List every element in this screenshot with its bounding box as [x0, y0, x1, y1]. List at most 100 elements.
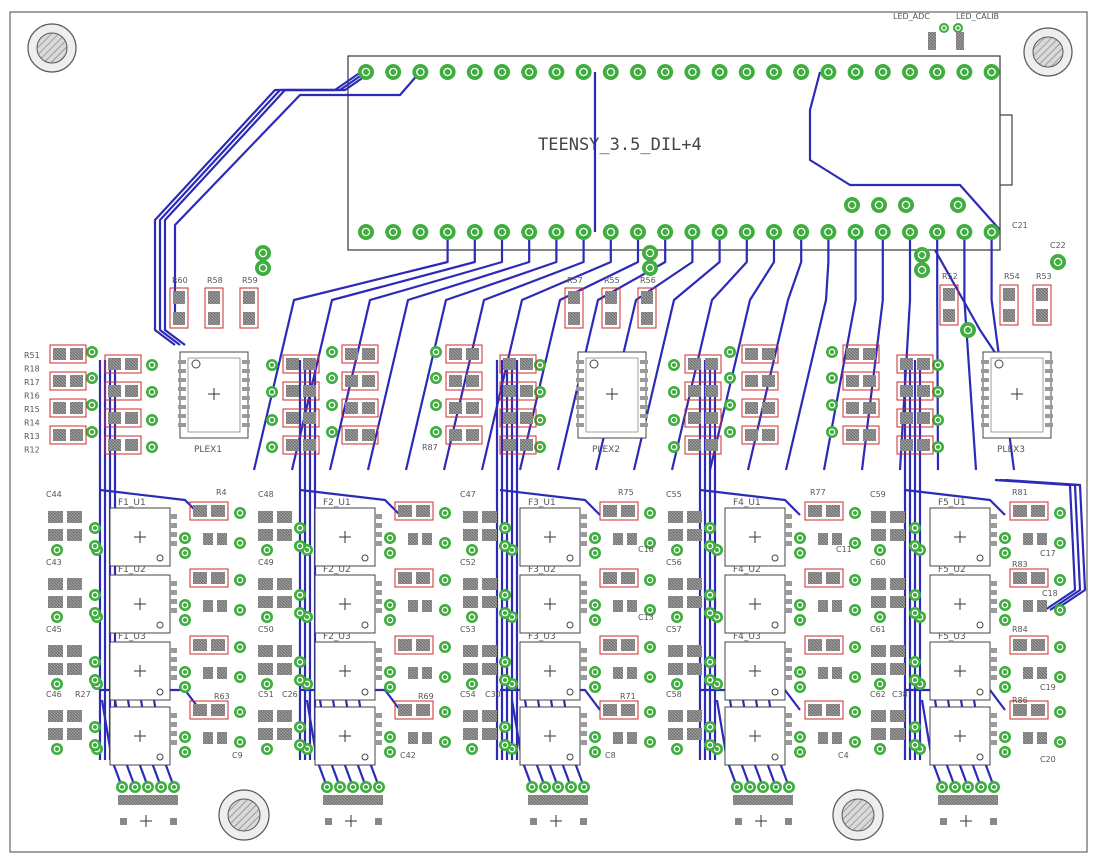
- pad: [51, 743, 63, 755]
- pad: [704, 656, 716, 668]
- bottom-connector: [323, 795, 383, 827]
- smd-part: [463, 596, 497, 608]
- pad: [589, 666, 601, 678]
- smd-part: [599, 568, 639, 588]
- pad: [89, 607, 101, 619]
- pad: [724, 346, 736, 358]
- silk-label: C58: [666, 690, 682, 699]
- pad: [51, 611, 63, 623]
- silk-label: C20: [1040, 755, 1056, 764]
- smd-part: [871, 645, 905, 657]
- pad: [589, 532, 601, 544]
- pad: [874, 224, 891, 240]
- smd-part: [394, 501, 434, 521]
- pad: [668, 441, 680, 453]
- pad: [439, 537, 451, 549]
- resistor: [239, 287, 259, 329]
- pad: [999, 614, 1011, 626]
- pad: [1054, 736, 1066, 748]
- silk-label: C46: [46, 690, 62, 699]
- pad: [932, 441, 944, 453]
- pad: [704, 721, 716, 733]
- pad: [950, 197, 966, 213]
- silk-label: C52: [460, 558, 476, 567]
- silk-label: F2_U3: [323, 632, 351, 642]
- pad: [909, 522, 921, 534]
- pad: [956, 224, 973, 240]
- silk-label: F4_U1: [733, 498, 761, 508]
- pad: [234, 507, 246, 519]
- pad: [358, 64, 374, 80]
- smd-part: [871, 511, 905, 523]
- pad: [589, 547, 601, 559]
- smd-part: [48, 728, 82, 740]
- silk-label: C8: [605, 751, 616, 760]
- pad: [534, 359, 546, 371]
- silk-label: C16: [638, 545, 654, 554]
- silk-label: R58: [207, 276, 223, 285]
- pad: [358, 224, 374, 240]
- smd-part: [896, 381, 934, 401]
- pad: [999, 599, 1011, 611]
- pad: [757, 781, 769, 793]
- smd-part: [741, 371, 779, 391]
- silk-label: C13: [638, 613, 654, 622]
- pad: [644, 641, 656, 653]
- silk-label: R54: [1004, 272, 1020, 281]
- pad: [439, 641, 451, 653]
- pad: [932, 359, 944, 371]
- silk-label: F3_U1: [528, 498, 556, 508]
- silk-label: R56: [640, 276, 656, 285]
- pad: [793, 64, 810, 80]
- smd-part: [741, 398, 779, 418]
- silk-label: R27: [75, 690, 91, 699]
- pad: [385, 64, 402, 80]
- pad: [534, 386, 546, 398]
- smd-part: [258, 728, 292, 740]
- smd-part: [741, 344, 779, 364]
- pad: [326, 346, 338, 358]
- silk-label: C42: [400, 751, 416, 760]
- smd-part: [871, 710, 905, 722]
- pad: [179, 746, 191, 758]
- pad: [826, 426, 838, 438]
- smd-part: [896, 354, 934, 374]
- pad: [384, 614, 396, 626]
- pad: [326, 399, 338, 411]
- smd-part: [613, 533, 637, 545]
- bottom-connector: [118, 795, 178, 827]
- pad: [794, 599, 806, 611]
- amplifier-ic: [724, 507, 792, 567]
- trace: [808, 71, 1001, 231]
- silk-label: F3_U2: [528, 565, 556, 575]
- trace: [499, 488, 601, 516]
- pad: [999, 731, 1011, 743]
- amplifier-ic: [929, 507, 997, 567]
- smd-part: [282, 381, 320, 401]
- pad: [89, 674, 101, 686]
- teensy-title: TEENSY_3.5_DIL+4: [538, 135, 702, 155]
- amplifier-ic: [314, 507, 382, 567]
- pad: [671, 743, 683, 755]
- pad: [466, 544, 478, 556]
- amplifier-ic: [929, 641, 997, 701]
- smd-part: [258, 529, 292, 541]
- pad: [494, 64, 510, 80]
- led-adc-label: LED_ADC: [893, 12, 930, 21]
- pad: [644, 507, 656, 519]
- pad: [668, 386, 680, 398]
- resistor: [204, 287, 224, 329]
- pad: [766, 224, 782, 240]
- silk-label: C4: [838, 751, 849, 760]
- pad: [1054, 574, 1066, 586]
- pad: [439, 507, 451, 519]
- silk-label: R4: [216, 488, 227, 497]
- plex-label: PLEX2: [592, 445, 620, 455]
- trace: [699, 488, 801, 516]
- smd-part: [499, 354, 537, 374]
- pad: [321, 781, 333, 793]
- pad: [179, 731, 191, 743]
- pad: [956, 64, 973, 80]
- pad: [255, 245, 271, 261]
- pad: [794, 681, 806, 693]
